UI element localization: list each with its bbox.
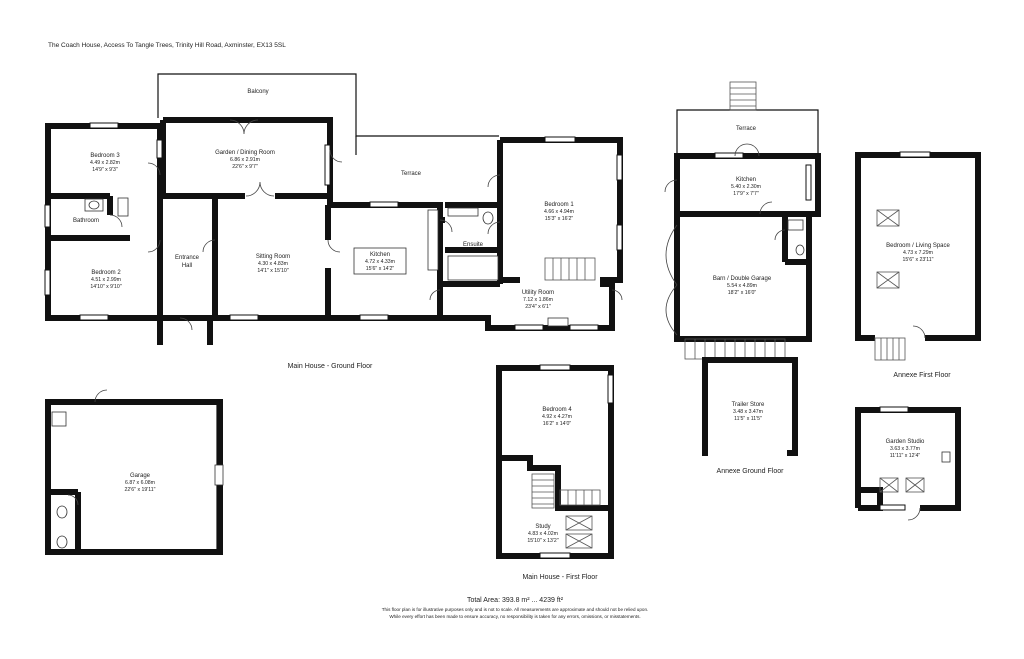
room-study-name: Study [535,524,550,530]
room-garden-dining-metric: 6.86 x 2.91m [230,157,260,163]
main-house-first-floor [496,364,614,559]
room-bedroom3-metric: 4.49 x 2.82m [90,160,120,166]
room-bedroom1-imperial: 15'3" x 16'2" [545,216,574,222]
room-trailer-metric: 3.48 x 3.47m [733,409,763,415]
room-garden-dining-imperial: 22'6" x 9'7" [232,164,258,170]
garden-studio-plan [855,406,961,521]
room-entrance-line2: Hall [182,263,192,269]
room-ensuite: Ensuite [463,242,484,248]
room-barn-name: Barn / Double Garage [713,276,772,282]
room-garden-studio-imperial: 11'11" x 12'4" [890,453,921,459]
room-utility-metric: 7.12 x 1.86m [523,297,553,303]
property-address: The Coach House, Access To Tangle Trees,… [48,42,286,49]
garage-plan [45,389,224,555]
room-utility-imperial: 23'4" x 6'1" [525,304,551,310]
room-kitchen-main-metric: 4.72 x 4.33m [365,259,395,265]
room-study-metric: 4.83 x 4.02m [528,531,558,537]
disclaimer-line1: This floor plan is for illustrative purp… [382,607,649,612]
room-bedroom2-name: Bedroom 2 [91,270,121,276]
room-terrace-annexe: Terrace [736,126,757,132]
room-barn-metric: 5.54 x 4.89m [727,283,757,289]
room-bedroom-living-metric: 4.73 x 7.29m [903,250,933,256]
room-garden-studio-metric: 3.63 x 3.77m [890,446,920,452]
room-bedroom-living-name: Bedroom / Living Space [886,243,950,249]
room-terrace-main: Terrace [401,171,422,177]
room-utility-name: Utility Room [522,290,554,296]
room-kitchen-main-imperial: 15'6" x 14'2" [366,266,395,272]
room-bedroom2-imperial: 14'10" x 9'10" [90,284,121,290]
room-bedroom-living-imperial: 15'6" x 23'11" [903,257,934,263]
room-kitchen-main-name: Kitchen [370,252,390,258]
floor-label-annexe-ground: Annexe Ground Floor [717,468,785,475]
room-balcony: Balcony [247,89,268,95]
room-garden-dining-name: Garden / Dining Room [215,150,275,156]
room-bedroom2-metric: 4.51 x 2.99m [91,277,121,283]
main-house-ground-floor [44,73,623,345]
room-sitting-imperial: 14'1" x 15'10" [257,268,288,274]
room-study-imperial: 15'10" x 13'2" [527,538,558,544]
floor-label-main-ground: Main House - Ground Floor [288,363,373,370]
annexe-ground-floor [664,81,821,456]
room-garden-studio-name: Garden Studio [886,439,925,445]
room-kitchen-annexe-name: Kitchen [736,177,756,183]
room-sitting-name: Sitting Room [256,254,290,260]
room-trailer-name: Trailer Store [732,402,765,408]
room-bedroom1-name: Bedroom 1 [544,202,574,208]
floor-label-main-first: Main House - First Floor [522,574,598,581]
room-garage-imperial: 22'6" x 19'11" [125,487,156,493]
disclaimer-line2: While every effort has been made to ensu… [389,614,640,619]
room-garage-metric: 6.87 x 6.08m [125,480,155,486]
room-sitting-metric: 4.30 x 4.83m [258,261,288,267]
room-barn-imperial: 18'2" x 16'0" [728,290,757,296]
total-area: Total Area: 393.8 m² ... 4239 ft² [467,597,564,604]
room-bedroom3-name: Bedroom 3 [90,153,120,159]
room-bedroom4-name: Bedroom 4 [542,407,572,413]
room-kitchen-annexe-imperial: 17'9" x 7'7" [733,191,759,197]
room-entrance-line1: Entrance [175,255,200,261]
room-bedroom4-metric: 4.92 x 4.27m [542,414,572,420]
floor-label-annexe-first: Annexe First Floor [893,372,951,379]
annexe-first-floor [855,151,981,361]
room-garage-name: Garage [130,473,151,479]
room-bedroom4-imperial: 16'2" x 14'0" [543,421,572,427]
room-bedroom1-metric: 4.66 x 4.94m [544,209,574,215]
room-kitchen-annexe-metric: 5.40 x 2.30m [731,184,761,190]
room-bedroom3-imperial: 14'9" x 9'3" [92,167,118,173]
room-trailer-imperial: 11'5" x 11'5" [734,416,762,422]
room-bathroom: Bathroom [73,218,99,224]
